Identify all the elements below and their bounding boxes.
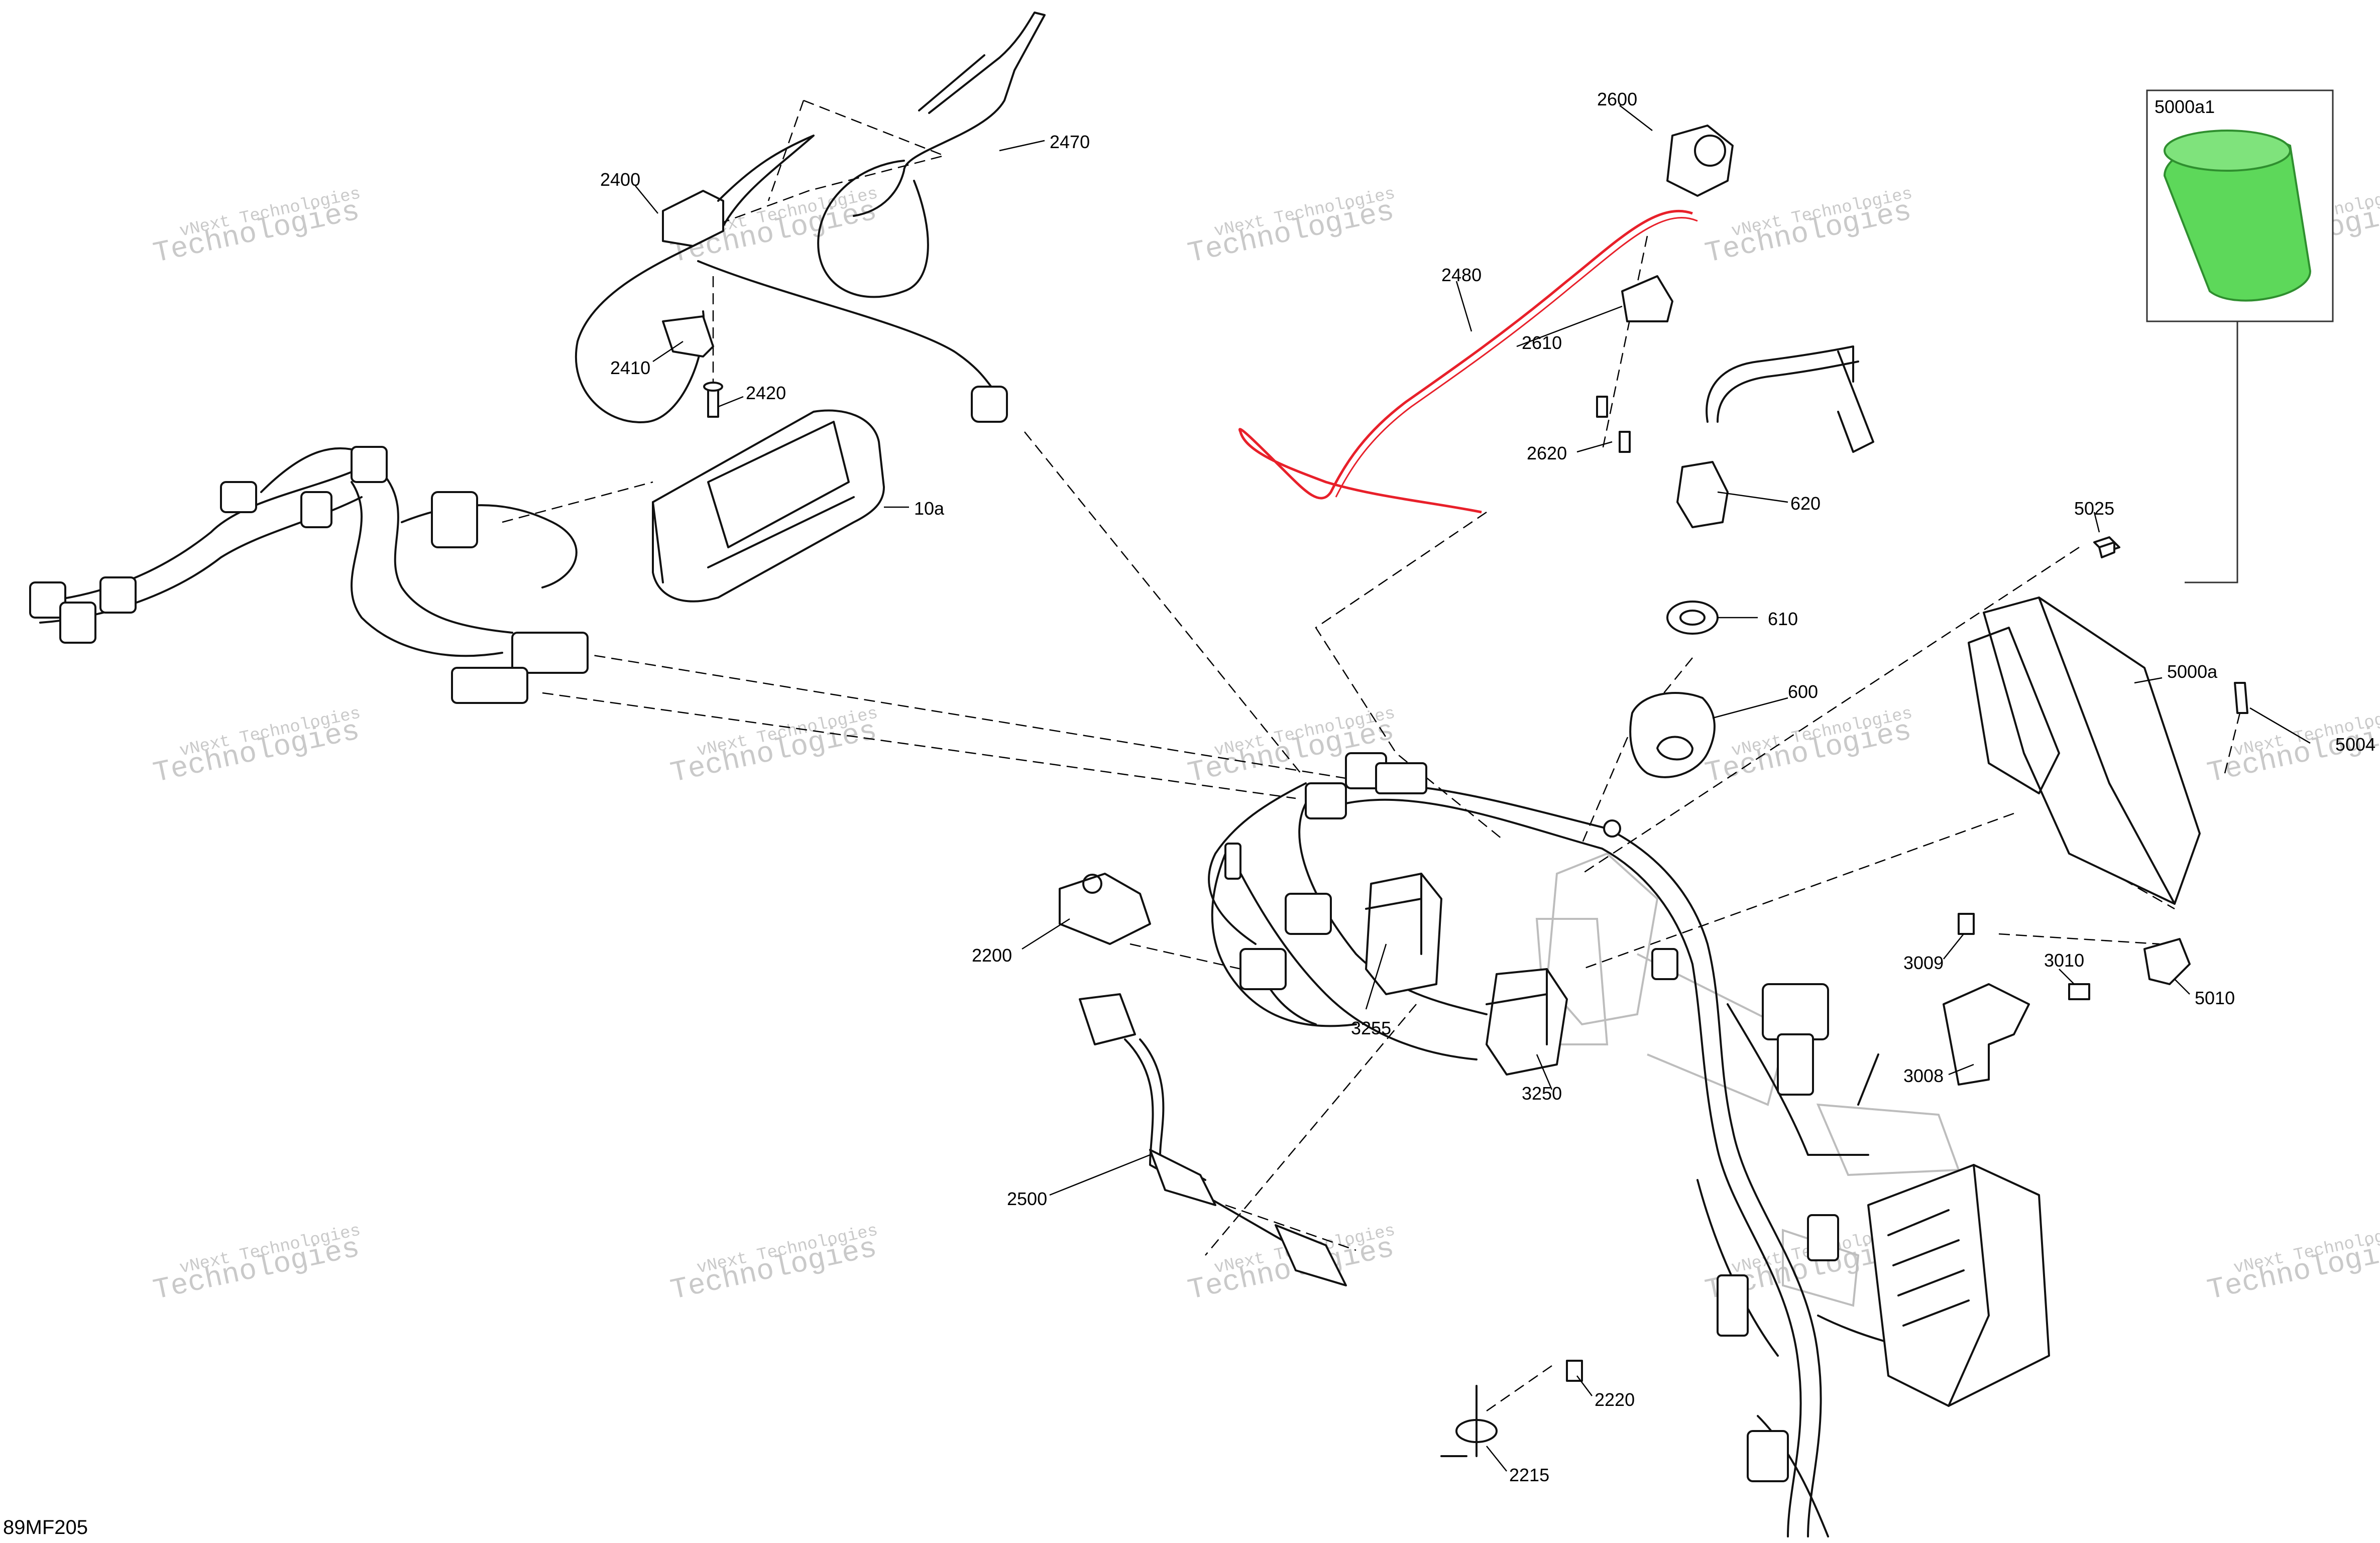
part-2480-wire — [1238, 209, 1698, 514]
part-3008 — [1943, 983, 2030, 1086]
connector — [300, 491, 332, 528]
part-3010 — [2068, 983, 2090, 1000]
callout-3010: 3010 — [2044, 950, 2084, 971]
callout-2500: 2500 — [1007, 1189, 1047, 1209]
connector — [1747, 1430, 1789, 1482]
figure-code: 89MF205 — [3, 1516, 88, 1538]
part-620 — [1676, 345, 1874, 528]
connector — [1807, 1214, 1839, 1261]
callout-3255: 3255 — [1351, 1018, 1391, 1038]
part-5004 — [2234, 682, 2248, 714]
part-5000a1 — [2146, 89, 2334, 583]
callout-3009: 3009 — [1903, 953, 1944, 973]
callout-600: 600 — [1788, 681, 1818, 702]
callout-10a: 10a — [914, 498, 945, 519]
connector — [1777, 1033, 1814, 1096]
part-2215 — [1440, 1385, 1498, 1457]
assembly-dash-lines — [502, 99, 2241, 1412]
leader-lines — [635, 105, 2311, 1472]
callout-2200: 2200 — [972, 945, 1012, 966]
connector — [511, 632, 589, 674]
callout-5000a: 5000a — [2167, 661, 2218, 682]
main-wiring-harness — [1208, 782, 1924, 1537]
connector — [431, 491, 478, 548]
callout-2410: 2410 — [610, 358, 650, 378]
part-2620 — [1596, 396, 1631, 453]
connector — [1224, 843, 1241, 880]
callout-2470: 2470 — [1050, 132, 1090, 152]
part-2500 — [1079, 993, 1347, 1286]
callout-3250: 3250 — [1522, 1083, 1562, 1104]
part-2600 — [1666, 125, 1734, 197]
connector — [351, 446, 388, 483]
part-2200 — [1059, 873, 1151, 945]
callout-5000a1: 5000a1 — [2155, 96, 2215, 117]
connector — [1651, 948, 1678, 980]
callout-2215: 2215 — [1509, 1465, 1549, 1485]
connector — [99, 576, 137, 614]
part-3009 — [1958, 913, 1975, 935]
connector — [1285, 893, 1332, 935]
part-5000a — [1968, 597, 2201, 905]
callout-620: 620 — [1790, 493, 1821, 514]
harness-connectors — [1224, 752, 1839, 1482]
callout-2220: 2220 — [1595, 1389, 1635, 1410]
part-2610 — [1621, 275, 1673, 322]
connector — [220, 481, 257, 513]
callout-5010: 5010 — [2195, 988, 2235, 1008]
part-3255 — [1365, 873, 1442, 995]
callout-2600: 2600 — [1597, 89, 1637, 109]
callout-2610: 2610 — [1522, 332, 1562, 353]
callout-3008: 3008 — [1903, 1065, 1944, 1086]
callout-labels: 2470 2400 2410 2420 10a 2600 2480 2610 2… — [600, 89, 2375, 1485]
part-2420 — [703, 382, 723, 418]
callout-5025: 5025 — [2074, 498, 2114, 519]
connector — [1717, 1274, 1749, 1337]
left-wiring-harness — [29, 446, 589, 704]
connector — [59, 602, 96, 644]
callout-5004: 5004 — [2335, 734, 2375, 755]
connector — [29, 581, 66, 619]
connector — [1375, 762, 1427, 794]
connector — [1305, 782, 1347, 819]
part-5010 — [2143, 938, 2191, 985]
part-5025 — [2093, 536, 2120, 558]
connector — [1239, 948, 1287, 990]
connector — [1603, 819, 1621, 838]
connector — [451, 667, 528, 704]
callout-610: 610 — [1768, 609, 1798, 629]
part-3250 — [1486, 968, 1568, 1076]
connector — [1762, 983, 1829, 1040]
part-2220 — [1566, 1360, 1583, 1382]
part-610 — [1666, 601, 1719, 635]
callout-2620: 2620 — [1527, 443, 1567, 463]
part-10a-display — [652, 409, 885, 603]
callout-2420: 2420 — [746, 383, 786, 403]
part-600 — [1629, 692, 1716, 778]
part-2400 — [575, 135, 1008, 423]
callout-2480: 2480 — [1441, 265, 1482, 285]
connector — [971, 386, 1008, 423]
fuse-box — [1867, 1164, 2050, 1407]
callout-2400: 2400 — [600, 169, 640, 190]
part-2470 — [817, 12, 1046, 298]
